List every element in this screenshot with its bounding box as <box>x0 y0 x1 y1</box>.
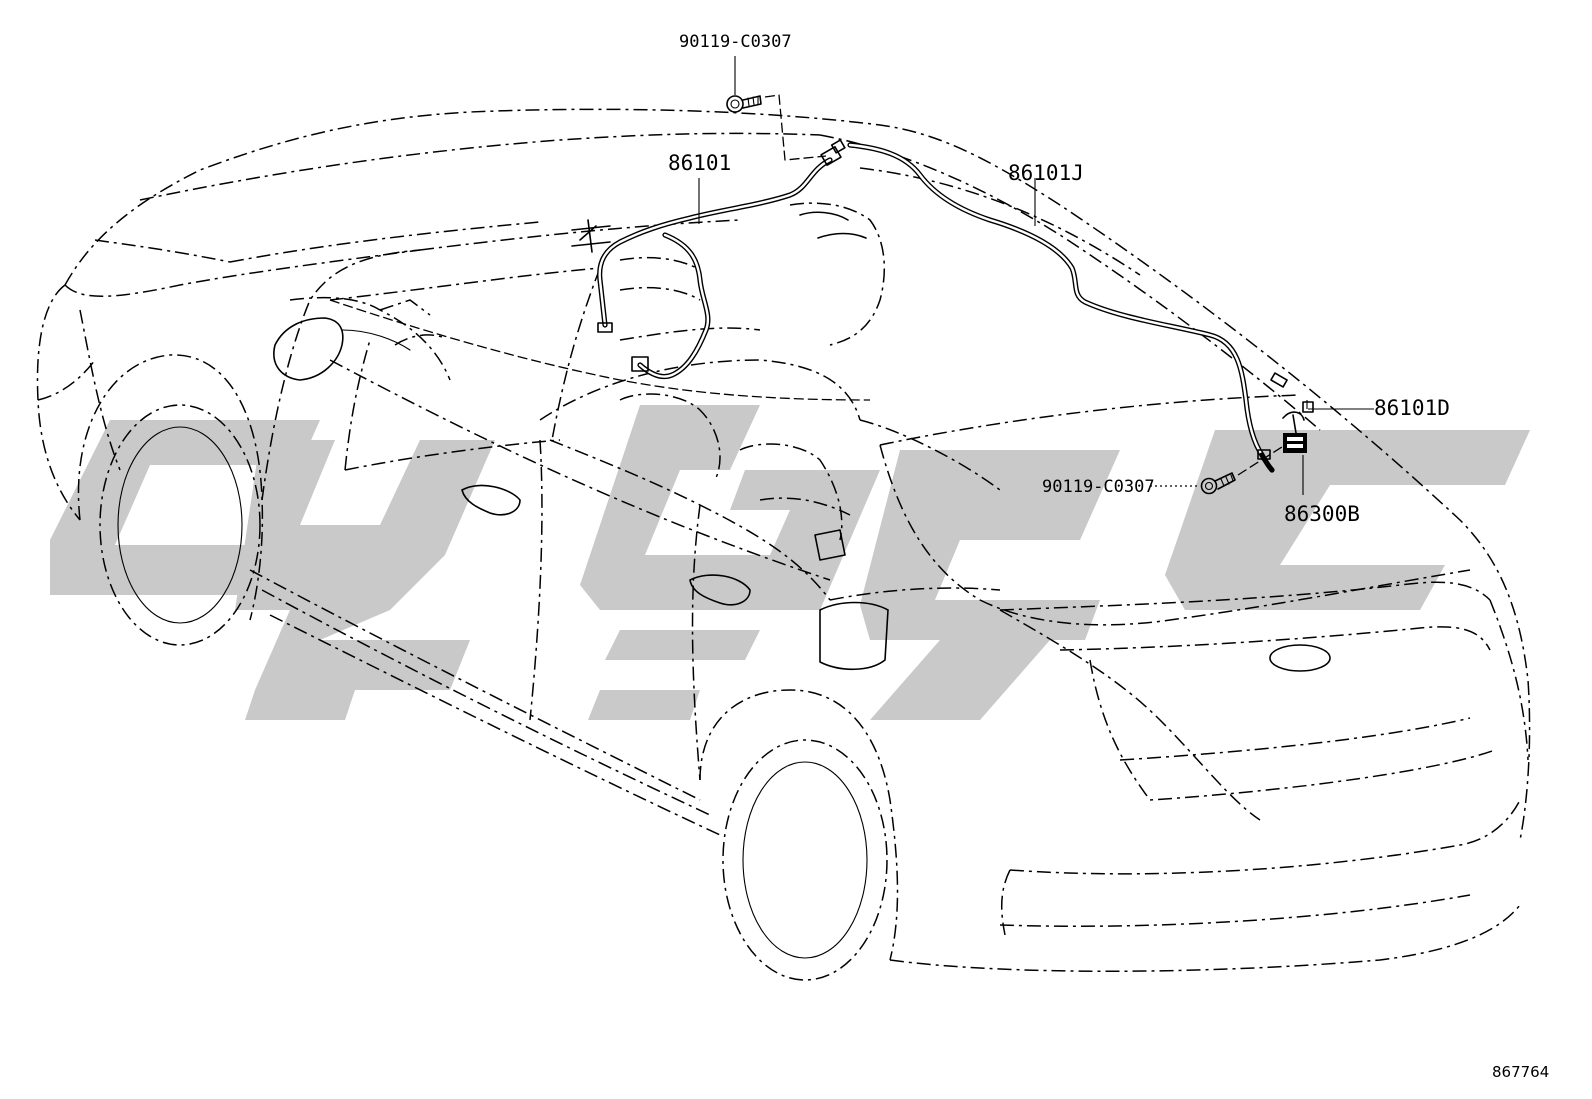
bolt-right <box>1150 444 1286 495</box>
bolt-icon <box>1200 472 1236 495</box>
vehicle-outline <box>36 108 1531 981</box>
illustration-id: 867764 <box>1492 1063 1549 1081</box>
leader-lines <box>698 178 1374 495</box>
watermark-logo <box>50 405 1530 720</box>
amplifier-icon <box>1282 411 1307 453</box>
label-harness-86101d: 86101D <box>1374 396 1450 420</box>
bolt-icon <box>726 95 762 113</box>
wire-harness <box>597 142 1275 473</box>
label-bolt-right: 90119-C0307 <box>1042 477 1155 497</box>
label-amplifier-86300b: 86300B <box>1284 502 1360 526</box>
label-bolt-top: 90119-C0307 <box>679 32 792 52</box>
label-harness-86101: 86101 <box>668 151 731 175</box>
bolt-top <box>726 56 827 161</box>
label-harness-86101j: 86101J <box>1008 161 1084 185</box>
